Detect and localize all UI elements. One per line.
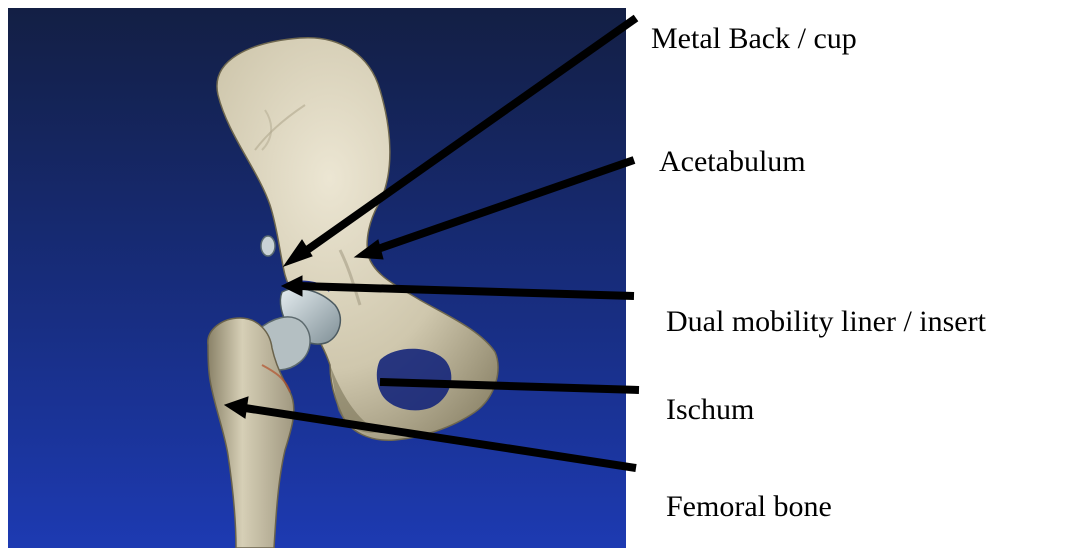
- label-femoral-bone: Femoral bone: [666, 490, 832, 524]
- implant-screw: [261, 236, 275, 256]
- label-acetabulum: Acetabulum: [659, 145, 806, 179]
- label-ischum: Ischum: [666, 393, 754, 427]
- label-dual-mobility-liner: Dual mobility liner / insert: [666, 305, 986, 339]
- label-metal-back: Metal Back / cup: [651, 22, 857, 56]
